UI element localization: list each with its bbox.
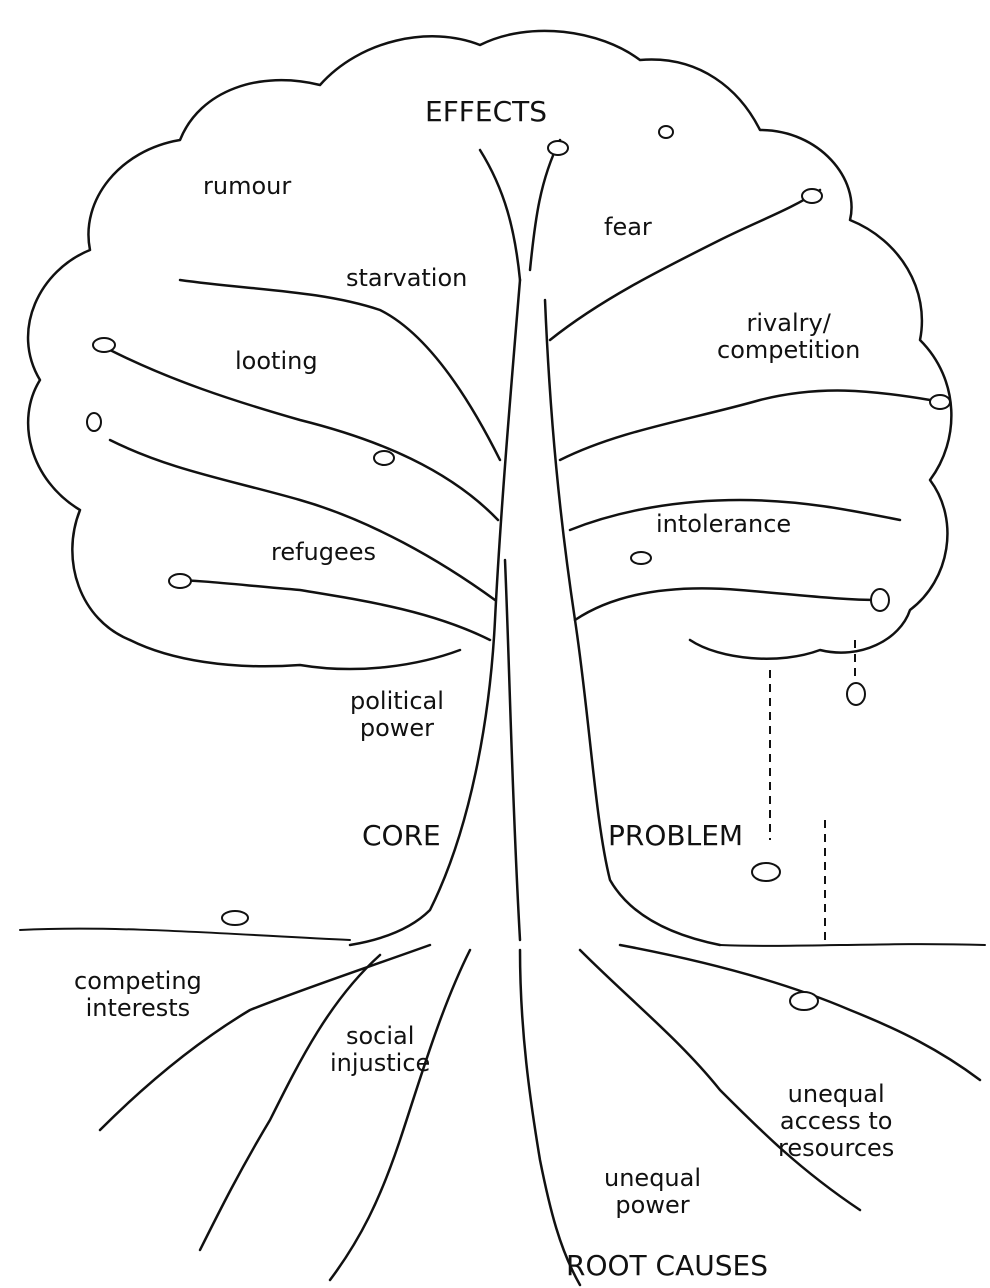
- effects-heading: EFFECTS: [425, 96, 547, 128]
- effect-fear: fear: [604, 214, 652, 241]
- unequal-access-line3: resources: [778, 1135, 894, 1162]
- competing-line1: competing: [74, 968, 202, 995]
- root-unequal-access: unequal access to resources: [778, 1081, 894, 1162]
- leaf-icon: [871, 589, 889, 611]
- unequal-access-line2: access to: [778, 1108, 894, 1135]
- branch-left-4: [180, 280, 500, 460]
- core-label: CORE: [362, 820, 441, 852]
- leaf-icon: [222, 911, 248, 925]
- branch-left-1: [110, 350, 498, 520]
- leaf-icon: [548, 141, 568, 155]
- leaf-icon: [752, 863, 780, 881]
- canopy-lower-left: [130, 640, 460, 669]
- effect-rivalry-line1: rivalry/: [717, 310, 860, 337]
- effect-refugees: refugees: [271, 539, 376, 566]
- leaf-icon: [847, 683, 865, 705]
- leaf-icon: [93, 338, 115, 352]
- branch-left-2: [110, 440, 495, 600]
- social-line1: social: [330, 1023, 430, 1050]
- leaf-icon: [790, 992, 818, 1010]
- political-line2: power: [350, 715, 444, 742]
- root-3: [520, 950, 580, 1285]
- root-6: [200, 955, 380, 1250]
- leaf-icon: [87, 413, 101, 431]
- root-unequal-power: unequal power: [604, 1165, 701, 1219]
- ground-line: [20, 929, 985, 946]
- leaf-icon: [930, 395, 950, 409]
- social-line2: injustice: [330, 1050, 430, 1077]
- effect-rivalry-line2: competition: [717, 337, 860, 364]
- branch-right-4: [575, 588, 880, 620]
- leaf-icon: [169, 574, 191, 588]
- effect-intolerance: intolerance: [656, 511, 791, 538]
- trunk-mid: [505, 560, 520, 940]
- effect-rivalry-competition: rivalry/ competition: [717, 310, 860, 364]
- political-line1: political: [350, 688, 444, 715]
- effect-starvation: starvation: [346, 265, 467, 292]
- root-social-injustice: social injustice: [330, 1023, 430, 1077]
- root-causes-heading: ROOT CAUSES: [566, 1250, 768, 1282]
- leaf-icon: [659, 126, 673, 138]
- leaf-icon: [374, 451, 394, 465]
- branch-right-2: [560, 391, 930, 460]
- root-5: [620, 945, 980, 1080]
- unequal-power-line1: unequal: [604, 1165, 701, 1192]
- leaf-icon: [802, 189, 822, 203]
- leaf-icon: [631, 552, 651, 564]
- branch-up-2: [530, 140, 560, 270]
- effect-looting: looting: [235, 348, 318, 375]
- competing-line2: interests: [74, 995, 202, 1022]
- branch-left-3: [170, 580, 490, 640]
- branch-up-1: [480, 150, 520, 280]
- unequal-access-line1: unequal: [778, 1081, 894, 1108]
- effect-rumour: rumour: [203, 173, 291, 200]
- problem-label: PROBLEM: [608, 820, 743, 852]
- unequal-power-line2: power: [604, 1192, 701, 1219]
- root-competing-interests: competing interests: [74, 968, 202, 1022]
- root-2: [330, 950, 470, 1280]
- core-political-power: political power: [350, 688, 444, 742]
